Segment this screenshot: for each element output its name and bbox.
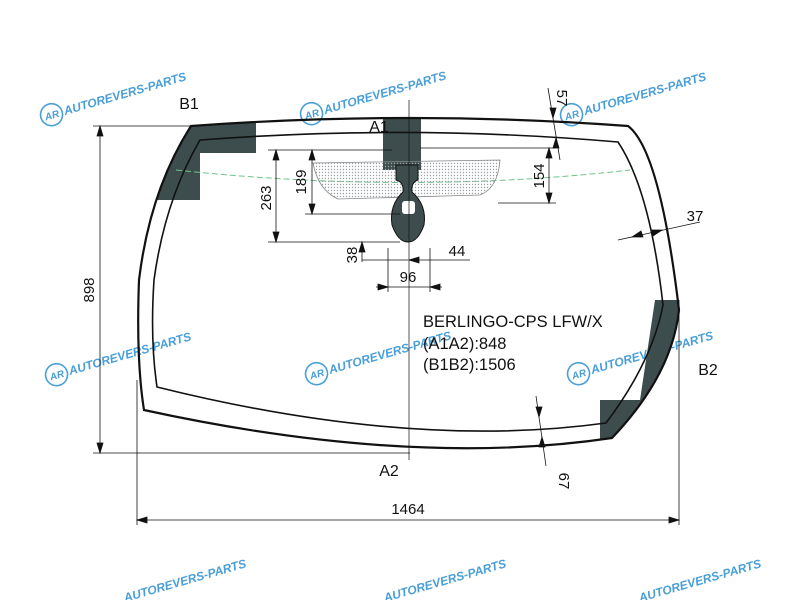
windshield-outer-outline [137, 116, 681, 450]
watermark-logo: AUTOREVERS-PARTS [636, 556, 763, 600]
dimension-overall-height-label: 898 [81, 277, 98, 302]
dimension-57 [547, 87, 561, 161]
b1b2-measurement: (B1B2):1506 [423, 356, 516, 374]
svg-text:AR: AR [563, 109, 582, 124]
windshield-inner-outline [151, 131, 664, 432]
dimension-263 [268, 148, 400, 244]
dimension-37 [617, 221, 701, 241]
dimension-96-label: 96 [400, 269, 417, 286]
watermark-logo: AR AUTOREVERS-PARTS [39, 69, 188, 127]
dimension-57-label: 57 [553, 90, 570, 107]
dimension-44-label: 44 [449, 243, 466, 260]
svg-text:AUTOREVERS-PARTS: AUTOREVERS-PARTS [61, 69, 188, 118]
dimension-overall-height [93, 124, 410, 455]
svg-text:AUTOREVERS-PARTS: AUTOREVERS-PARTS [381, 556, 508, 600]
svg-text:AR: AR [570, 368, 589, 383]
svg-text:AR: AR [43, 109, 62, 124]
dimension-37-label: 37 [687, 208, 704, 225]
mirror-mount-window [402, 201, 415, 214]
watermark-logo: AUTOREVERS-PARTS [121, 556, 248, 600]
svg-text:AR: AR [308, 368, 327, 383]
svg-text:AR: AR [48, 369, 67, 384]
dimension-189-label: 189 [293, 169, 310, 194]
watermark-logo: AUTOREVERS-PARTS [381, 556, 508, 600]
dimension-263-label: 263 [258, 185, 275, 210]
glass-info-block: BERLINGO-CPS LFW/X (A1A2):848 (B1B2):150… [423, 312, 603, 377]
point-label-a2: A2 [379, 463, 399, 480]
svg-text:AUTOREVERS-PARTS: AUTOREVERS-PARTS [636, 556, 763, 600]
svg-text:AUTOREVERS-PARTS: AUTOREVERS-PARTS [66, 329, 193, 378]
dimension-96 [376, 248, 442, 292]
svg-text:AUTOREVERS-PARTS: AUTOREVERS-PARTS [581, 69, 708, 118]
point-label-b2: B2 [698, 362, 718, 379]
dimension-38-label: 38 [344, 247, 361, 264]
point-label-a1: A1 [369, 119, 389, 136]
dimension-overall-width-label: 1464 [391, 501, 424, 518]
watermark-logo: AR AUTOREVERS-PARTS [559, 69, 708, 127]
svg-text:AUTOREVERS-PARTS: AUTOREVERS-PARTS [321, 68, 448, 117]
dimension-overall-width [135, 300, 681, 525]
dimension-189 [305, 148, 400, 216]
a1a2-measurement: (A1A2):848 [423, 334, 507, 353]
dimension-154-label: 154 [531, 163, 548, 188]
model-name: BERLINGO-CPS LFW/X [423, 313, 603, 331]
dimension-67-label: 67 [555, 473, 572, 490]
watermark-logo: AR AUTOREVERS-PARTS [44, 329, 193, 387]
dimension-38 [358, 240, 408, 262]
point-label-b1: B1 [179, 96, 199, 113]
dimension-44 [407, 256, 470, 264]
dimension-154 [420, 146, 556, 205]
svg-text:AUTOREVERS-PARTS: AUTOREVERS-PARTS [121, 556, 248, 600]
dimension-67 [535, 395, 547, 467]
